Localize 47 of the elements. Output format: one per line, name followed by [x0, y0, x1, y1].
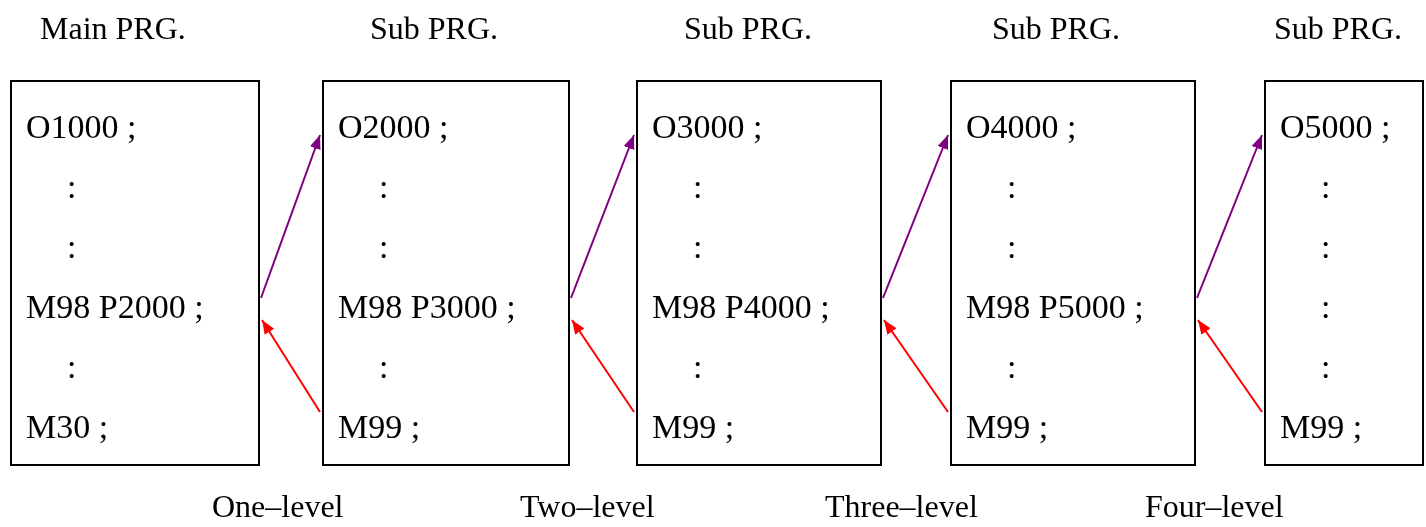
arrow — [571, 319, 635, 413]
code-line: O2000 ; — [338, 107, 449, 147]
code-line: : — [1007, 227, 1017, 267]
code-line: : — [67, 227, 77, 267]
code-line: : — [1321, 287, 1331, 327]
program-heading: Sub PRG. — [684, 10, 813, 47]
code-line: : — [1321, 167, 1331, 207]
level-label: Four–level — [1145, 488, 1284, 525]
level-label: One–level — [212, 488, 344, 525]
arrow — [1197, 319, 1263, 413]
program-heading: Sub PRG. — [370, 10, 499, 47]
arrow — [883, 319, 949, 413]
code-line: : — [693, 227, 703, 267]
level-label: Three–level — [825, 488, 978, 525]
code-line: : — [379, 167, 389, 207]
arrow — [882, 134, 949, 299]
code-line: M30 ; — [26, 407, 109, 447]
program-heading: Main PRG. — [40, 10, 186, 47]
code-line: M98 P3000 ; — [338, 287, 516, 327]
code-line: : — [1007, 167, 1017, 207]
code-line: M98 P2000 ; — [26, 287, 204, 327]
code-line: O4000 ; — [966, 107, 1077, 147]
program-heading: Sub PRG. — [992, 10, 1121, 47]
code-line: : — [379, 347, 389, 387]
code-line: O1000 ; — [26, 107, 137, 147]
code-line: : — [693, 167, 703, 207]
code-line: O3000 ; — [652, 107, 763, 147]
code-line: : — [1321, 227, 1331, 267]
arrow — [261, 319, 321, 413]
program-heading: Sub PRG. — [1274, 10, 1403, 47]
code-line: : — [1007, 347, 1017, 387]
code-line: M99 ; — [966, 407, 1049, 447]
code-line: O5000 ; — [1280, 107, 1391, 147]
code-line: : — [67, 347, 77, 387]
code-line: M98 P4000 ; — [652, 287, 830, 327]
code-line: M99 ; — [1280, 407, 1363, 447]
code-line: : — [67, 167, 77, 207]
arrow — [260, 134, 321, 299]
level-label: Two–level — [520, 488, 655, 525]
arrow — [570, 134, 635, 299]
code-line: : — [693, 347, 703, 387]
code-line: M99 ; — [652, 407, 735, 447]
code-line: : — [379, 227, 389, 267]
arrow — [1196, 134, 1263, 299]
code-line: M98 P5000 ; — [966, 287, 1144, 327]
code-line: M99 ; — [338, 407, 421, 447]
code-line: : — [1321, 347, 1331, 387]
